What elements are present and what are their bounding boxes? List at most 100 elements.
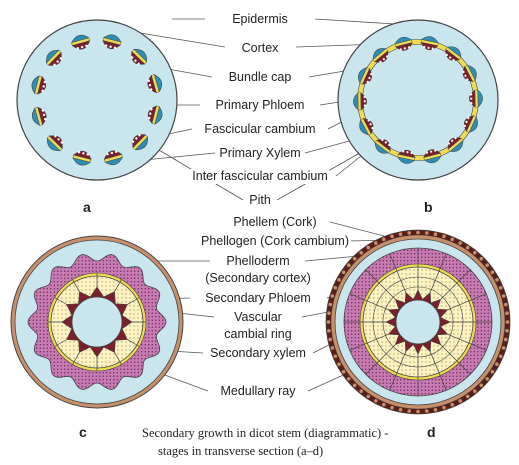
xylem-vessel xyxy=(148,83,152,87)
vascular-bundle xyxy=(353,92,367,111)
cork-cell xyxy=(416,409,420,414)
xylem-vessel xyxy=(384,141,387,144)
vascular-bundle xyxy=(374,138,391,154)
primary-xylem xyxy=(73,150,92,160)
cork-cell xyxy=(505,311,509,316)
xylem-vessel xyxy=(43,80,47,84)
cork-cell xyxy=(450,402,455,407)
xylem-vessel xyxy=(147,116,151,120)
vascular-bundle xyxy=(420,36,439,51)
cork-cell xyxy=(326,320,331,324)
xylem-vessel xyxy=(470,101,473,105)
xylem-vessel xyxy=(463,124,466,127)
xylem-vessel xyxy=(86,153,89,156)
primary-xylem xyxy=(103,150,123,160)
primary-xylem xyxy=(463,115,475,132)
primary-xylem xyxy=(147,74,157,94)
cork-cell xyxy=(328,337,333,342)
xylem-vessel xyxy=(452,59,455,62)
stage-letter-c: c xyxy=(79,424,87,440)
xylem-vessel xyxy=(149,112,152,115)
xylem-vessel xyxy=(464,74,467,77)
xylem-vessel xyxy=(53,63,56,66)
label-phelloderm: Phelloderm xyxy=(224,254,292,269)
cork-cell xyxy=(347,376,351,381)
cork-cell xyxy=(328,302,333,307)
cork-cell xyxy=(472,389,477,393)
xylem-vessel xyxy=(431,47,434,50)
cork-cell xyxy=(503,337,508,342)
xylem-vessel xyxy=(363,100,366,103)
cork-cell xyxy=(374,241,378,245)
cork-cell xyxy=(479,383,484,388)
label-bundle-cap: Bundle cap xyxy=(226,70,294,85)
label-inter-fascicular-cambium: Inter fascicular cambium xyxy=(190,169,330,184)
primary-xylem xyxy=(361,68,373,85)
xylem-vessel xyxy=(423,45,426,49)
primary-xylem xyxy=(423,149,441,158)
xylem-vessel xyxy=(80,45,84,49)
xylem-vessel xyxy=(406,151,409,154)
label-cortex: Cortex xyxy=(239,41,281,56)
xylem-vessel xyxy=(41,109,45,112)
stage-letter-b: b xyxy=(424,199,433,215)
xylem-vessel xyxy=(368,76,371,80)
xylem-vessel xyxy=(135,137,138,140)
xylem-vessel xyxy=(82,152,85,155)
label-pith: Pith xyxy=(247,193,273,208)
cork-cell xyxy=(479,256,484,261)
label-secondary-xylem: Secondary xylem xyxy=(208,346,308,361)
pith xyxy=(395,299,441,345)
xylem-vessel xyxy=(134,59,137,62)
primary-xylem xyxy=(37,106,47,126)
cork-cell xyxy=(490,270,495,275)
cork-cell xyxy=(503,302,508,307)
xylem-vessel xyxy=(402,150,405,153)
xylem-vessel xyxy=(388,143,391,147)
primary-xylem xyxy=(362,118,374,135)
cork-cell xyxy=(424,409,429,413)
xylem-vessel xyxy=(467,116,470,120)
xylem-vessel xyxy=(106,152,109,156)
leader-line xyxy=(329,221,385,237)
xylem-vessel xyxy=(110,151,114,155)
xylem-vessel xyxy=(147,79,150,83)
cork-cell xyxy=(407,409,412,413)
caption-line-2: stages in transverse section (a–d) xyxy=(158,444,324,458)
cork-cell xyxy=(442,405,446,410)
vascular-bundle xyxy=(31,106,47,126)
xylem-vessel xyxy=(371,126,374,130)
cork-cell xyxy=(458,241,462,245)
xylem-vessel xyxy=(137,62,140,65)
cork-cell xyxy=(495,278,499,282)
xylem-vessel xyxy=(407,46,411,49)
cork-cell xyxy=(333,354,338,359)
label-phellogen: Phellogen (Cork cambium) xyxy=(199,234,351,249)
cork-cell xyxy=(381,237,386,242)
vascular-bundle xyxy=(102,34,122,50)
xylem-vessel xyxy=(109,45,112,48)
xylem-vessel xyxy=(113,46,117,50)
stem-section-a xyxy=(16,19,178,181)
cork-cell xyxy=(366,394,371,399)
cork-cell xyxy=(450,237,455,242)
xylem-vessel xyxy=(369,123,372,126)
label-secondary-phloem: Secondary Phloem xyxy=(203,291,313,306)
cork-cell xyxy=(505,328,509,333)
label-primary-xylem: Primary Xylem xyxy=(217,146,303,161)
vascular-bundle xyxy=(72,150,92,166)
cork-cell xyxy=(442,234,446,239)
xylem-vessel xyxy=(370,73,373,76)
primary-xylem xyxy=(102,40,121,50)
cork-cell xyxy=(390,405,394,410)
xylem-vessel xyxy=(466,78,469,81)
label-vascular: Vascular xyxy=(232,310,284,325)
primary-xylem xyxy=(147,105,157,124)
cork-cell xyxy=(485,376,489,381)
xylem-vessel xyxy=(434,149,437,152)
cork-cell xyxy=(359,251,364,255)
cork-cell xyxy=(398,232,403,237)
cork-cell xyxy=(327,328,331,333)
cork-cell xyxy=(498,354,503,359)
xylem-vessel xyxy=(42,113,46,117)
